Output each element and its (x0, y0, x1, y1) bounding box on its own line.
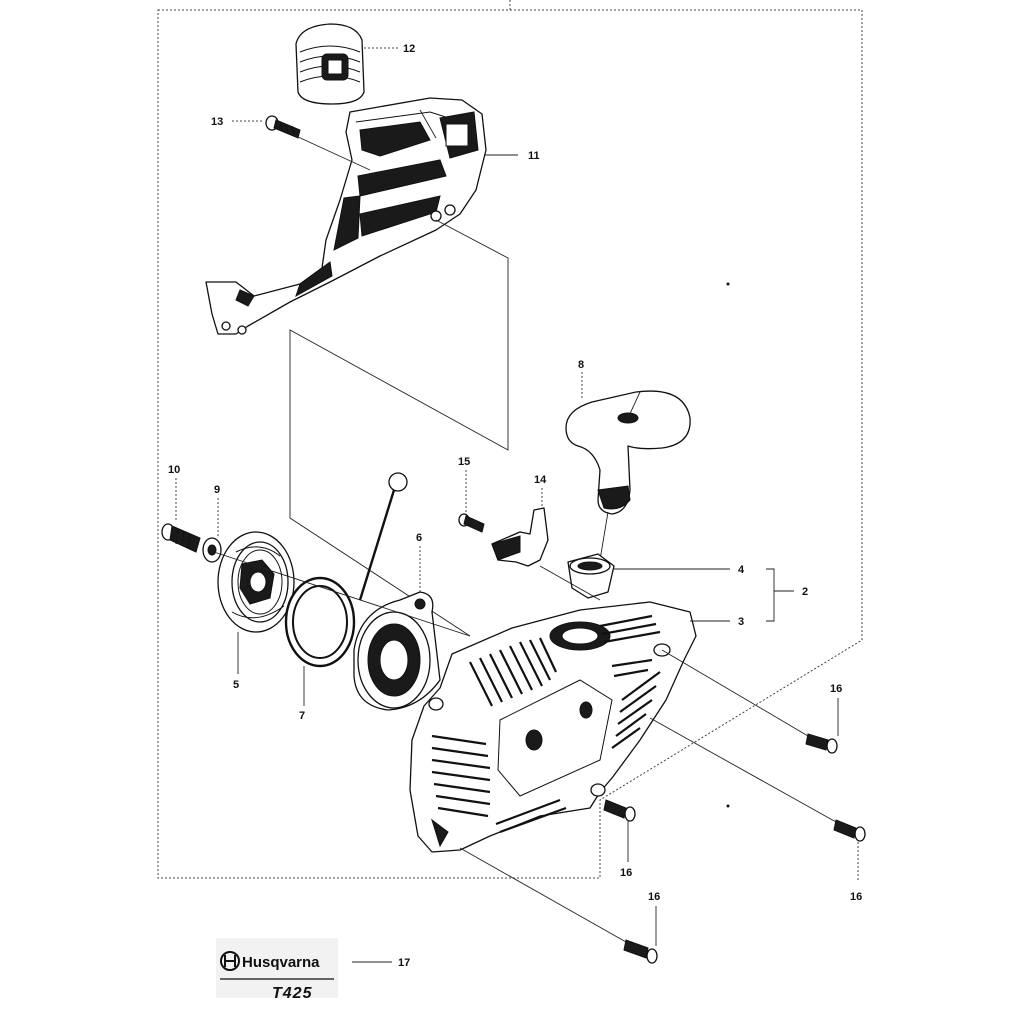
part-6-spring-cassette (353, 591, 441, 711)
speck (726, 804, 730, 808)
part-13-screw (265, 115, 301, 139)
part-16-screw-a (805, 733, 838, 754)
part-label-2: 2 (802, 586, 808, 598)
part-label-16c: 16 (620, 867, 632, 879)
part-11-cover (205, 97, 487, 335)
part-label-7: 7 (299, 710, 305, 722)
screw-16b-alignment (649, 717, 837, 823)
part-label-16d: 16 (648, 891, 660, 903)
screw-13-alignment (295, 135, 371, 171)
part-9-washer (202, 537, 222, 563)
cover-alignment-box (289, 219, 509, 637)
housing-grille-right (599, 614, 661, 678)
housing-grille-bottom (495, 798, 567, 834)
part-label-12: 12 (403, 43, 415, 55)
part-14-rope-guide (491, 507, 601, 601)
screw-16d-alignment (459, 847, 627, 943)
part-label-13: 13 (211, 116, 223, 128)
part-label-15: 15 (458, 456, 470, 468)
part-17-decal: Husqvarna T425 (216, 938, 338, 1002)
part-4-bushing (567, 553, 615, 599)
part-16-screw-d (623, 939, 658, 964)
part-16-screw-c (603, 799, 636, 822)
part-15-screw (458, 513, 485, 533)
housing-grille-left (431, 734, 491, 818)
part-label-14: 14 (534, 474, 547, 486)
part-label-6: 6 (416, 532, 422, 544)
part-label-5: 5 (233, 679, 239, 691)
decal-model-text: T425 (272, 985, 313, 1002)
housing-grille-top (469, 637, 557, 707)
part-label-10: 10 (168, 464, 180, 476)
part-5-pulley (217, 531, 295, 633)
part-label-9: 9 (214, 484, 220, 496)
part-8-starter-handle (565, 390, 691, 561)
part-label-16b: 16 (850, 891, 862, 903)
part-3-starter-housing (409, 601, 697, 853)
part-label-3: 3 (738, 616, 744, 628)
assembly-boundary (157, 9, 863, 879)
decal-brand-text: Husqvarna (242, 954, 320, 971)
part-label-8: 8 (578, 359, 584, 371)
housing-grille-side (611, 671, 661, 749)
part-16-screw-b (833, 819, 866, 842)
bracket-2 (766, 568, 775, 622)
part-label-11: 11 (528, 150, 540, 162)
part-10-screw (161, 523, 201, 553)
screw-16a-alignment (661, 649, 809, 737)
speck (726, 282, 730, 286)
part-7-rope (284, 472, 408, 668)
part-label-17: 17 (398, 957, 410, 969)
part-label-4: 4 (738, 564, 745, 576)
husqvarna-logo-icon (220, 951, 240, 971)
part-label-16a: 16 (830, 683, 842, 695)
pulley-alignment (213, 551, 471, 637)
part-12-grommet (295, 23, 365, 105)
grommet-alignment (419, 109, 437, 139)
